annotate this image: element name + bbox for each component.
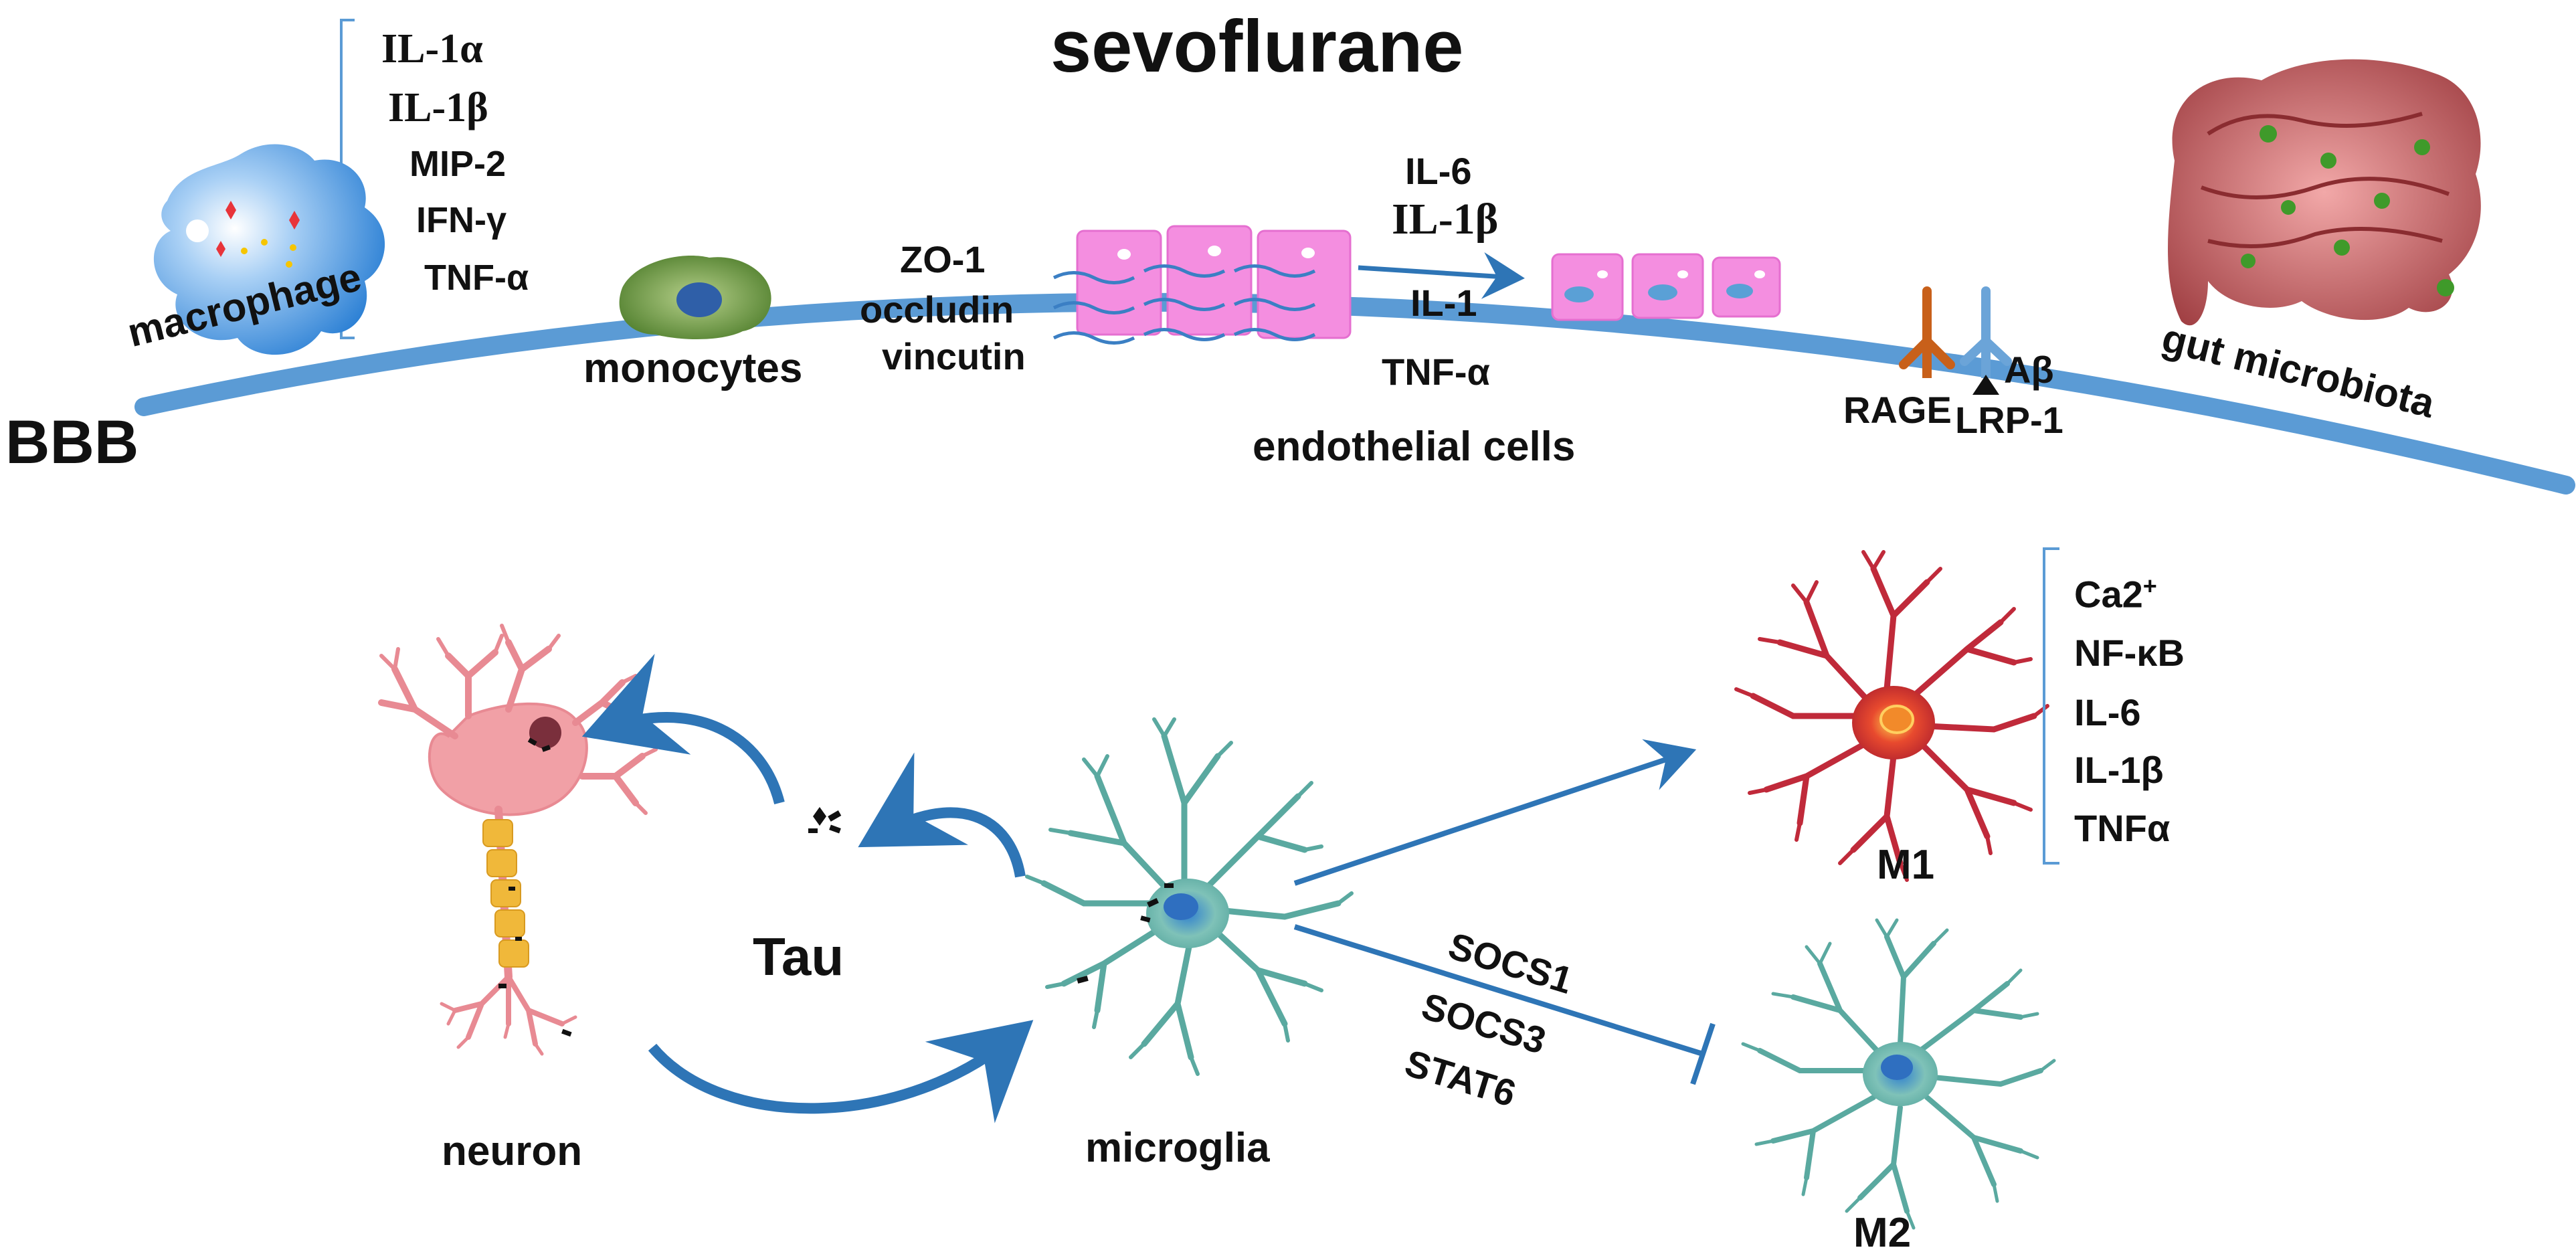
endothelial-arrow <box>1358 252 1525 299</box>
junction-protein-occludin: occludin <box>860 288 1014 331</box>
monocytes-label: monocytes <box>583 345 803 391</box>
endothelial-junction-block <box>1052 225 1352 345</box>
rage-label: RAGE <box>1843 389 1952 431</box>
lrp1-label: LRP-1 <box>1955 399 2063 441</box>
m1-factor-nfkb: NF-κB <box>2074 632 2185 674</box>
neuron-myelin <box>482 819 529 968</box>
bbb-label: BBB <box>5 408 139 476</box>
macrophage-cell <box>153 144 385 355</box>
arrow-neuron-to-microglia <box>648 1020 1034 1124</box>
m1-label: M1 <box>1877 842 1935 888</box>
gut-illustration <box>2168 59 2481 326</box>
macrophage-factor-il1b: IL-1β <box>388 85 488 130</box>
microglia-tau-particles <box>1077 883 1174 984</box>
neuron-cell <box>378 624 658 1056</box>
arrow-microglia-to-tau <box>858 752 1026 878</box>
microglia-cell <box>1025 717 1354 1076</box>
monocyte-cell <box>619 256 771 339</box>
m2-microglia-cell <box>1741 918 2056 1230</box>
abeta-label: Aβ <box>2004 349 2054 391</box>
m1-factor-ca-text: Ca2 <box>2074 573 2143 616</box>
inhibition-bar <box>1690 1022 1716 1085</box>
endothelial-cytokine-il1b: IL-1β <box>1392 195 1499 244</box>
rage-receptor <box>1899 286 1955 378</box>
macrophage-factor-tnfa: TNF-α <box>424 258 529 298</box>
endothelial-cytokine-il6: IL-6 <box>1405 150 1472 192</box>
macrophage-factor-il1a: IL-1α <box>381 26 483 72</box>
m2-label: M2 <box>1853 1210 1912 1256</box>
neuron-tau-particles <box>498 737 572 1037</box>
m1-microglia-cell <box>1734 550 2049 882</box>
microglia-label: microglia <box>1085 1125 1270 1171</box>
macrophage-factor-ifng: IFN-γ <box>416 200 507 240</box>
endothelial-cells-label: endothelial cells <box>1253 424 1576 470</box>
endothelial-cytokine-tnfa: TNF-α <box>1382 351 1490 393</box>
junction-protein-vincutin: vincutin <box>882 335 1026 377</box>
endothelial-cytokine-il1: IL-1 <box>1410 282 1477 324</box>
abeta-triangle <box>1972 375 1999 395</box>
tau-particles <box>808 807 842 834</box>
m1-bracket <box>2043 547 2059 865</box>
m1-factor-ca: Ca2+ <box>2074 574 2157 614</box>
m1-factor-il1b: IL-1β <box>2074 749 2164 791</box>
m1-factor-ca-superscript: + <box>2142 572 2157 600</box>
tau-label: Tau <box>753 927 844 986</box>
junction-protein-zo1: ZO-1 <box>900 238 986 280</box>
arrow-microglia-to-m1 <box>1293 739 1697 886</box>
endothelial-small-cells <box>1551 253 1781 321</box>
inhibition-microglia-to-m2 <box>1293 924 1704 1057</box>
arrow-tau-to-neuron <box>581 654 785 804</box>
macrophage-factor-mip2: MIP-2 <box>409 144 507 184</box>
neuron-label: neuron <box>442 1128 583 1174</box>
diagram-title: sevoflurane <box>1050 5 1464 88</box>
m1-factor-tnfa: TNFα <box>2074 807 2171 849</box>
lrp1-receptor <box>1960 286 2012 378</box>
m1-factor-il6: IL-6 <box>2074 691 2141 733</box>
